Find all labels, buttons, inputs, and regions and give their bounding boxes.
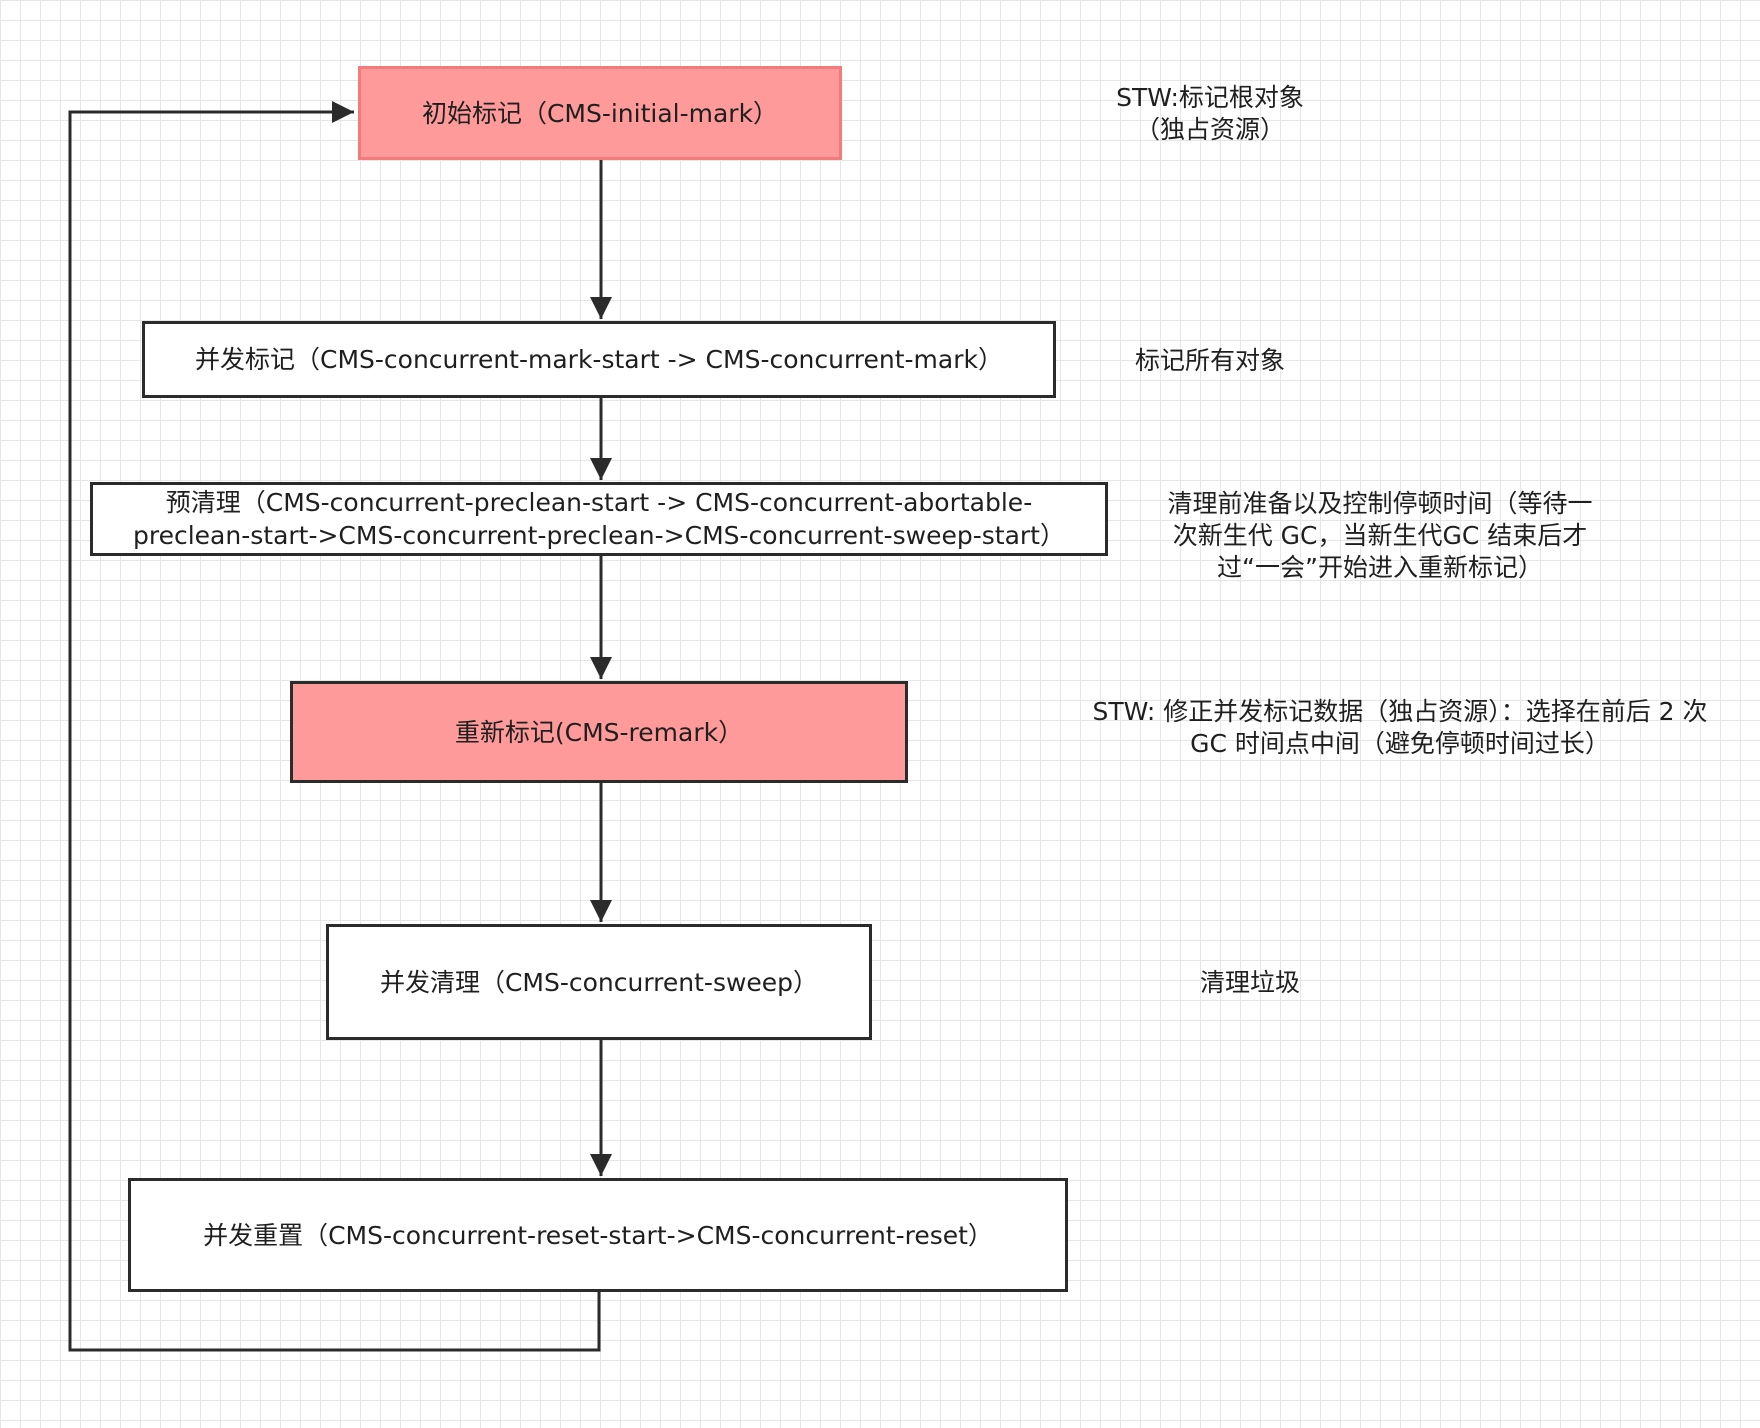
node-concurrent-reset: 并发重置（CMS-concurrent-reset-start->CMS-con… [128, 1178, 1068, 1292]
node-initial-mark-label: 初始标记（CMS-initial-mark） [421, 98, 779, 128]
node-concurrent-mark: 并发标记（CMS-concurrent-mark-start -> CMS-co… [142, 321, 1056, 398]
node-concurrent-sweep-label: 并发清理（CMS-concurrent-sweep） [379, 967, 819, 997]
note-initial-mark: STW:标记根对象 （独占资源） [1116, 83, 1304, 144]
node-concurrent-reset-label: 并发重置（CMS-concurrent-reset-start->CMS-con… [203, 1220, 993, 1250]
node-preclean-label: 预清理（CMS-concurrent-preclean-start -> CMS… [133, 488, 1065, 550]
node-initial-mark: 初始标记（CMS-initial-mark） [358, 66, 842, 160]
note-preclean: 清理前准备以及控制停顿时间（等待一 次新生代 GC，当新生代GC 结束后才 过“… [1167, 489, 1593, 582]
node-preclean: 预清理（CMS-concurrent-preclean-start -> CMS… [90, 482, 1108, 556]
node-remark-label: 重新标记(CMS-remark） [454, 717, 744, 747]
node-remark: 重新标记(CMS-remark） [290, 681, 908, 783]
note-concurrent-mark: 标记所有对象 [1134, 346, 1285, 375]
node-concurrent-sweep: 并发清理（CMS-concurrent-sweep） [326, 924, 872, 1040]
node-concurrent-mark-label: 并发标记（CMS-concurrent-mark-start -> CMS-co… [195, 345, 1003, 374]
note-remark: STW: 修正并发标记数据（独占资源）：选择在前后 2 次 GC 时间点中间（避… [1092, 697, 1708, 758]
edge-loop-back-to-initial-mark [68, 101, 601, 1352]
note-concurrent-sweep: 清理垃圾 [1199, 968, 1300, 997]
